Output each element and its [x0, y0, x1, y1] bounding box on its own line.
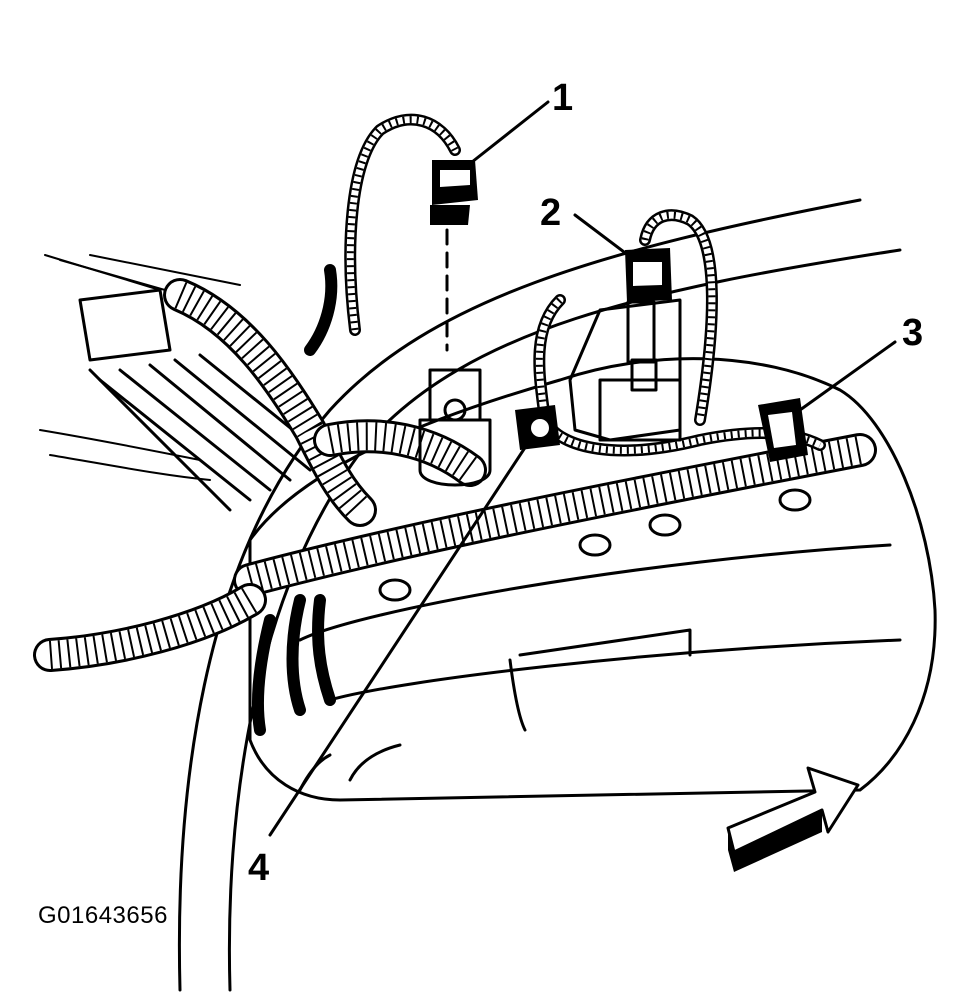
front-direction-arrow-icon	[726, 766, 860, 872]
connector-1	[430, 160, 478, 352]
wiring-harness	[33, 278, 877, 672]
callout-3: 3	[902, 312, 923, 354]
leader-lines	[268, 100, 897, 837]
callout-1: 1	[552, 77, 573, 119]
valve-cover	[248, 357, 937, 802]
connector-2	[625, 248, 672, 364]
callout-2: 2	[540, 192, 561, 234]
bolts	[378, 488, 812, 602]
left-background	[39, 254, 332, 512]
connector-4	[515, 405, 560, 450]
figure-id: G01643656	[38, 902, 168, 929]
connector-3	[758, 398, 808, 462]
ignition-coil-left	[418, 368, 492, 487]
callout-4: 4	[248, 847, 269, 889]
body-edge	[177, 198, 902, 992]
ignition-coil-center	[568, 298, 682, 442]
